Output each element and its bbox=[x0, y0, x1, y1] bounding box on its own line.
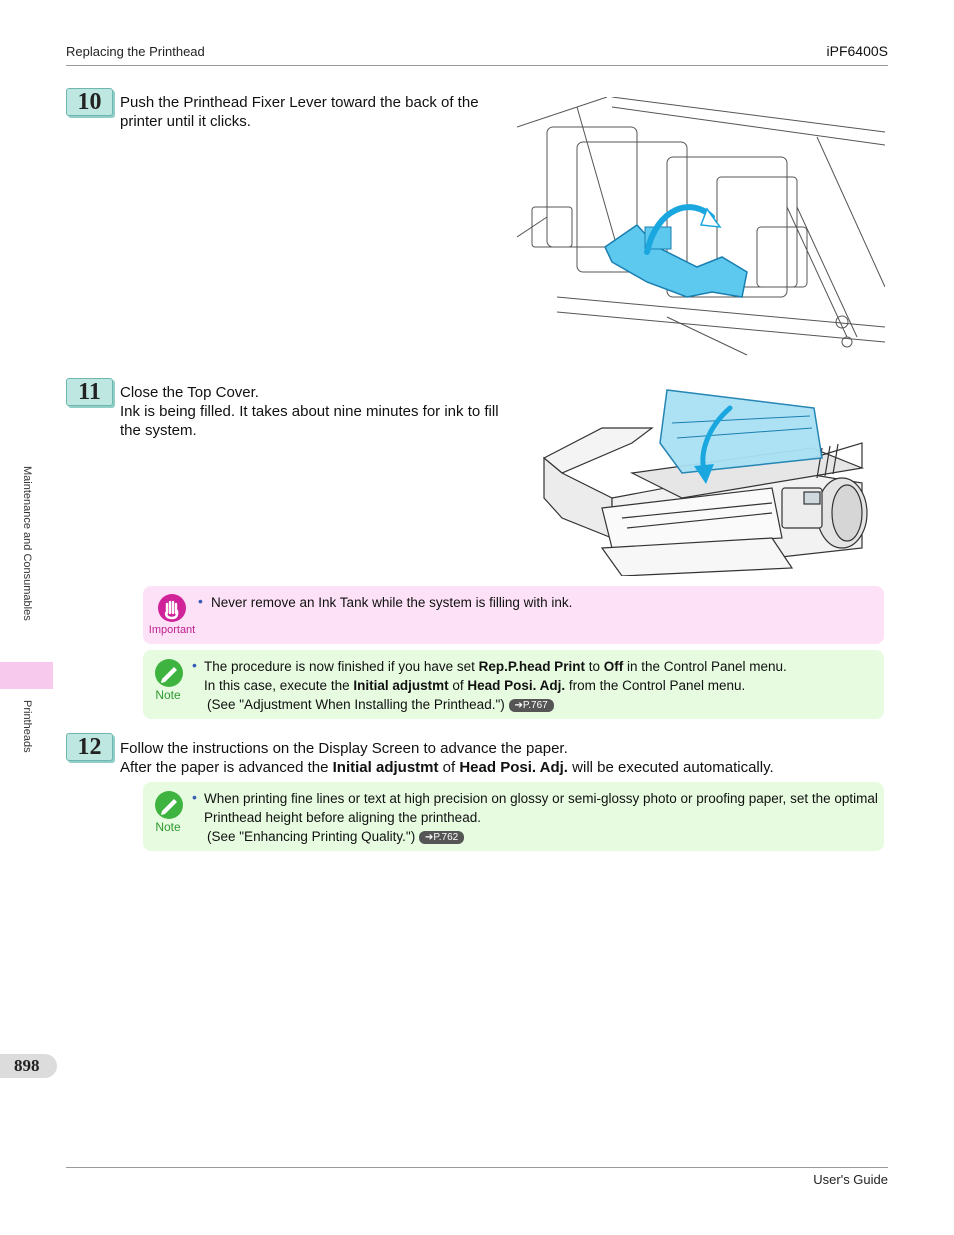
note-label: Note bbox=[155, 688, 181, 702]
printhead-lever-illustration bbox=[517, 97, 885, 356]
important-callout bbox=[143, 586, 884, 644]
step-number: 10 bbox=[66, 88, 113, 116]
bullet: • bbox=[192, 789, 197, 805]
top-cover-illustration bbox=[542, 389, 868, 576]
step-instruction: Push the Printhead Fixer Lever toward th… bbox=[120, 94, 479, 130]
step-instruction: Follow the instructions on the Display S… bbox=[120, 740, 774, 776]
step-number: 11 bbox=[66, 378, 113, 406]
note-callout bbox=[143, 782, 884, 851]
note-text: When printing fine lines or text at high… bbox=[204, 791, 878, 844]
hand-stop-icon bbox=[158, 594, 186, 622]
side-tab-section: Maintenance and Consumables bbox=[21, 466, 33, 621]
running-header-title: Replacing the Printhead bbox=[66, 44, 205, 59]
page-reference-link[interactable]: ➔P.767 bbox=[508, 699, 554, 712]
header-divider bbox=[66, 65, 888, 66]
pencil-note-icon bbox=[155, 659, 183, 687]
footer-divider bbox=[66, 1167, 888, 1168]
pencil-note-icon bbox=[155, 791, 183, 819]
step-instruction: Close the Top Cover. Ink is being filled… bbox=[120, 384, 499, 439]
running-header-model: iPF6400S bbox=[826, 43, 888, 59]
important-label: Important bbox=[148, 624, 196, 636]
running-footer: User's Guide bbox=[813, 1172, 888, 1187]
bullet: • bbox=[192, 657, 197, 673]
page-number: 898 bbox=[0, 1054, 57, 1078]
note-text: The procedure is now finished if you hav… bbox=[204, 659, 787, 712]
step-number: 12 bbox=[66, 733, 113, 761]
bullet: • bbox=[198, 593, 203, 609]
note-label: Note bbox=[155, 820, 181, 834]
side-tab-marker bbox=[0, 662, 53, 689]
important-text: Never remove an Ink Tank while the syste… bbox=[211, 595, 573, 610]
page-reference-link[interactable]: ➔P.762 bbox=[418, 831, 465, 844]
side-tab-subsection: Printheads bbox=[21, 700, 33, 753]
